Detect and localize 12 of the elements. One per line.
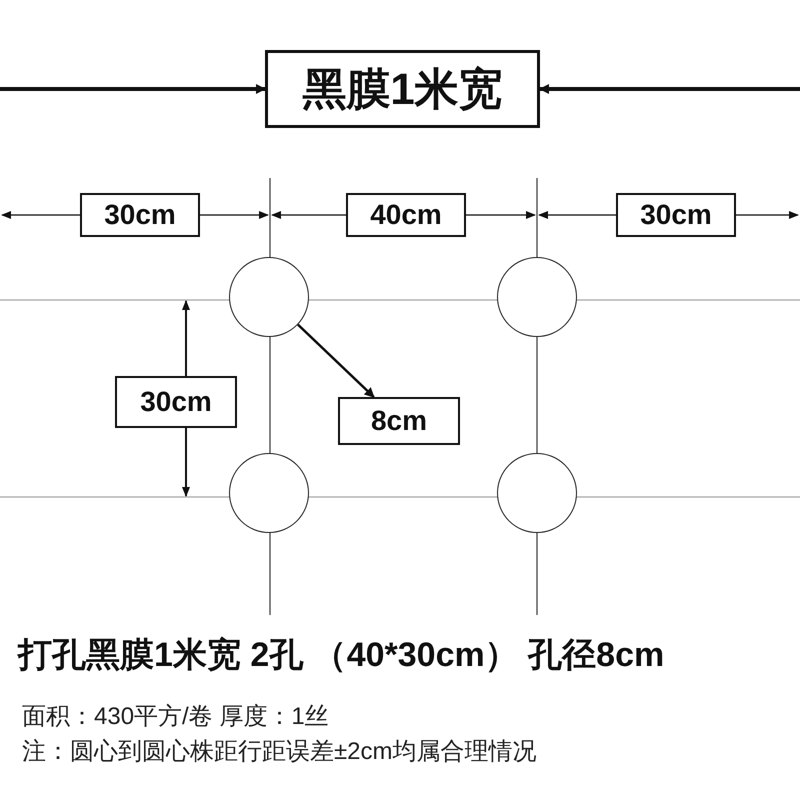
arrow <box>297 324 375 398</box>
arrow <box>539 84 800 94</box>
dimension-label: 30cm <box>115 376 237 428</box>
dimension-label: 8cm <box>338 397 460 445</box>
note-text: 面积：430平方/卷 厚度：1丝 <box>22 702 329 732</box>
caption-text: 打孔黑膜1米宽 2孔 （40*30cm） 孔径8cm <box>18 635 664 676</box>
title-box: 黑膜1米宽 <box>265 50 540 128</box>
note-text: 注：圆心到圆心株距行距误差±2cm均属合理情况 <box>22 737 537 767</box>
dimension-label: 30cm <box>80 193 200 237</box>
dimension-label: 30cm <box>616 193 736 237</box>
dimension-label: 40cm <box>346 193 466 237</box>
arrow <box>0 84 266 94</box>
